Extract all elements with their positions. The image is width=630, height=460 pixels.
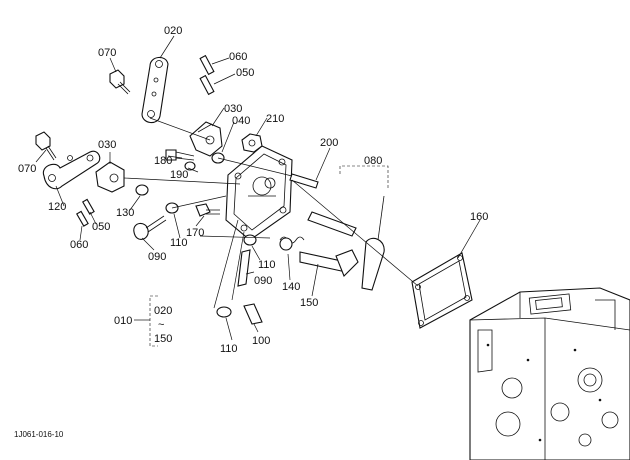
- gasket-160: [411, 252, 473, 329]
- callout-120: 120: [48, 201, 66, 213]
- stud-090-center: [237, 249, 251, 287]
- callout-090-a: 090: [148, 251, 166, 263]
- screw-090-left: [133, 215, 167, 240]
- callout-range-tilde: ~: [158, 319, 164, 331]
- shaft-150: [299, 249, 359, 277]
- bracket-080: [339, 165, 389, 190]
- callout-190: 190: [170, 169, 188, 181]
- callout-090-b: 090: [254, 275, 272, 287]
- bolt-180: [165, 149, 195, 161]
- callout-030-top: 030: [224, 103, 242, 115]
- callout-180: 180: [154, 155, 172, 167]
- lever-030-left: [95, 161, 125, 193]
- callout-130: 130: [116, 207, 134, 219]
- callout-110-c: 110: [220, 343, 238, 355]
- lever-020: [141, 56, 169, 124]
- leader-lines: [35, 35, 481, 341]
- shaft-assembly-080: [307, 195, 385, 291]
- governor-housing: [225, 145, 293, 241]
- figure-code: 1J061-016-10: [14, 430, 64, 439]
- callout-110-a: 110: [170, 237, 188, 249]
- bolt-070-left: [35, 131, 57, 161]
- callout-200: 200: [320, 137, 338, 149]
- callout-060-left: 060: [70, 239, 88, 251]
- engine-block: [469, 287, 630, 460]
- callout-110-b: 110: [258, 259, 276, 271]
- spring-140: [279, 236, 305, 251]
- bracket-010: [134, 295, 158, 347]
- callout-050-left: 050: [92, 221, 110, 233]
- bolt-070-top: [109, 69, 131, 95]
- pin-050-left: [82, 198, 95, 215]
- bolt-170: [195, 203, 220, 217]
- callout-150-range: 150: [154, 333, 172, 345]
- callout-170: 170: [186, 227, 204, 239]
- shaft-200: [289, 173, 319, 189]
- pin-050-top: [199, 74, 215, 96]
- callout-140: 140: [282, 281, 300, 293]
- bolt-100: [243, 303, 263, 325]
- washer-110-bottom: [216, 306, 232, 318]
- o-ring-130: [135, 184, 149, 196]
- callout-150: 150: [300, 297, 318, 309]
- nut-210: [241, 133, 263, 153]
- callout-160: 160: [470, 211, 488, 223]
- callout-070-left: 070: [18, 163, 36, 175]
- callout-080: 080: [364, 155, 382, 167]
- callout-100: 100: [252, 335, 270, 347]
- callout-070-top: 070: [98, 47, 116, 59]
- lever-120: [42, 150, 101, 190]
- callout-labels: 020 070 060 050 030 040 210 030 070 180 …: [14, 25, 488, 439]
- lever-030-top: [189, 121, 223, 157]
- callout-040: 040: [232, 115, 250, 127]
- callout-020-top: 020: [164, 25, 182, 37]
- pin-060-left: [76, 210, 89, 227]
- callout-010: 010: [114, 315, 132, 327]
- callout-050-top: 050: [236, 67, 254, 79]
- callout-020-range: 020: [154, 305, 172, 317]
- callout-210: 210: [266, 113, 284, 125]
- pin-060-top: [199, 54, 215, 76]
- washer-190: [184, 161, 196, 171]
- nut-110-center: [243, 234, 257, 246]
- callout-030-left: 030: [98, 139, 116, 151]
- callout-060-top: 060: [229, 51, 247, 63]
